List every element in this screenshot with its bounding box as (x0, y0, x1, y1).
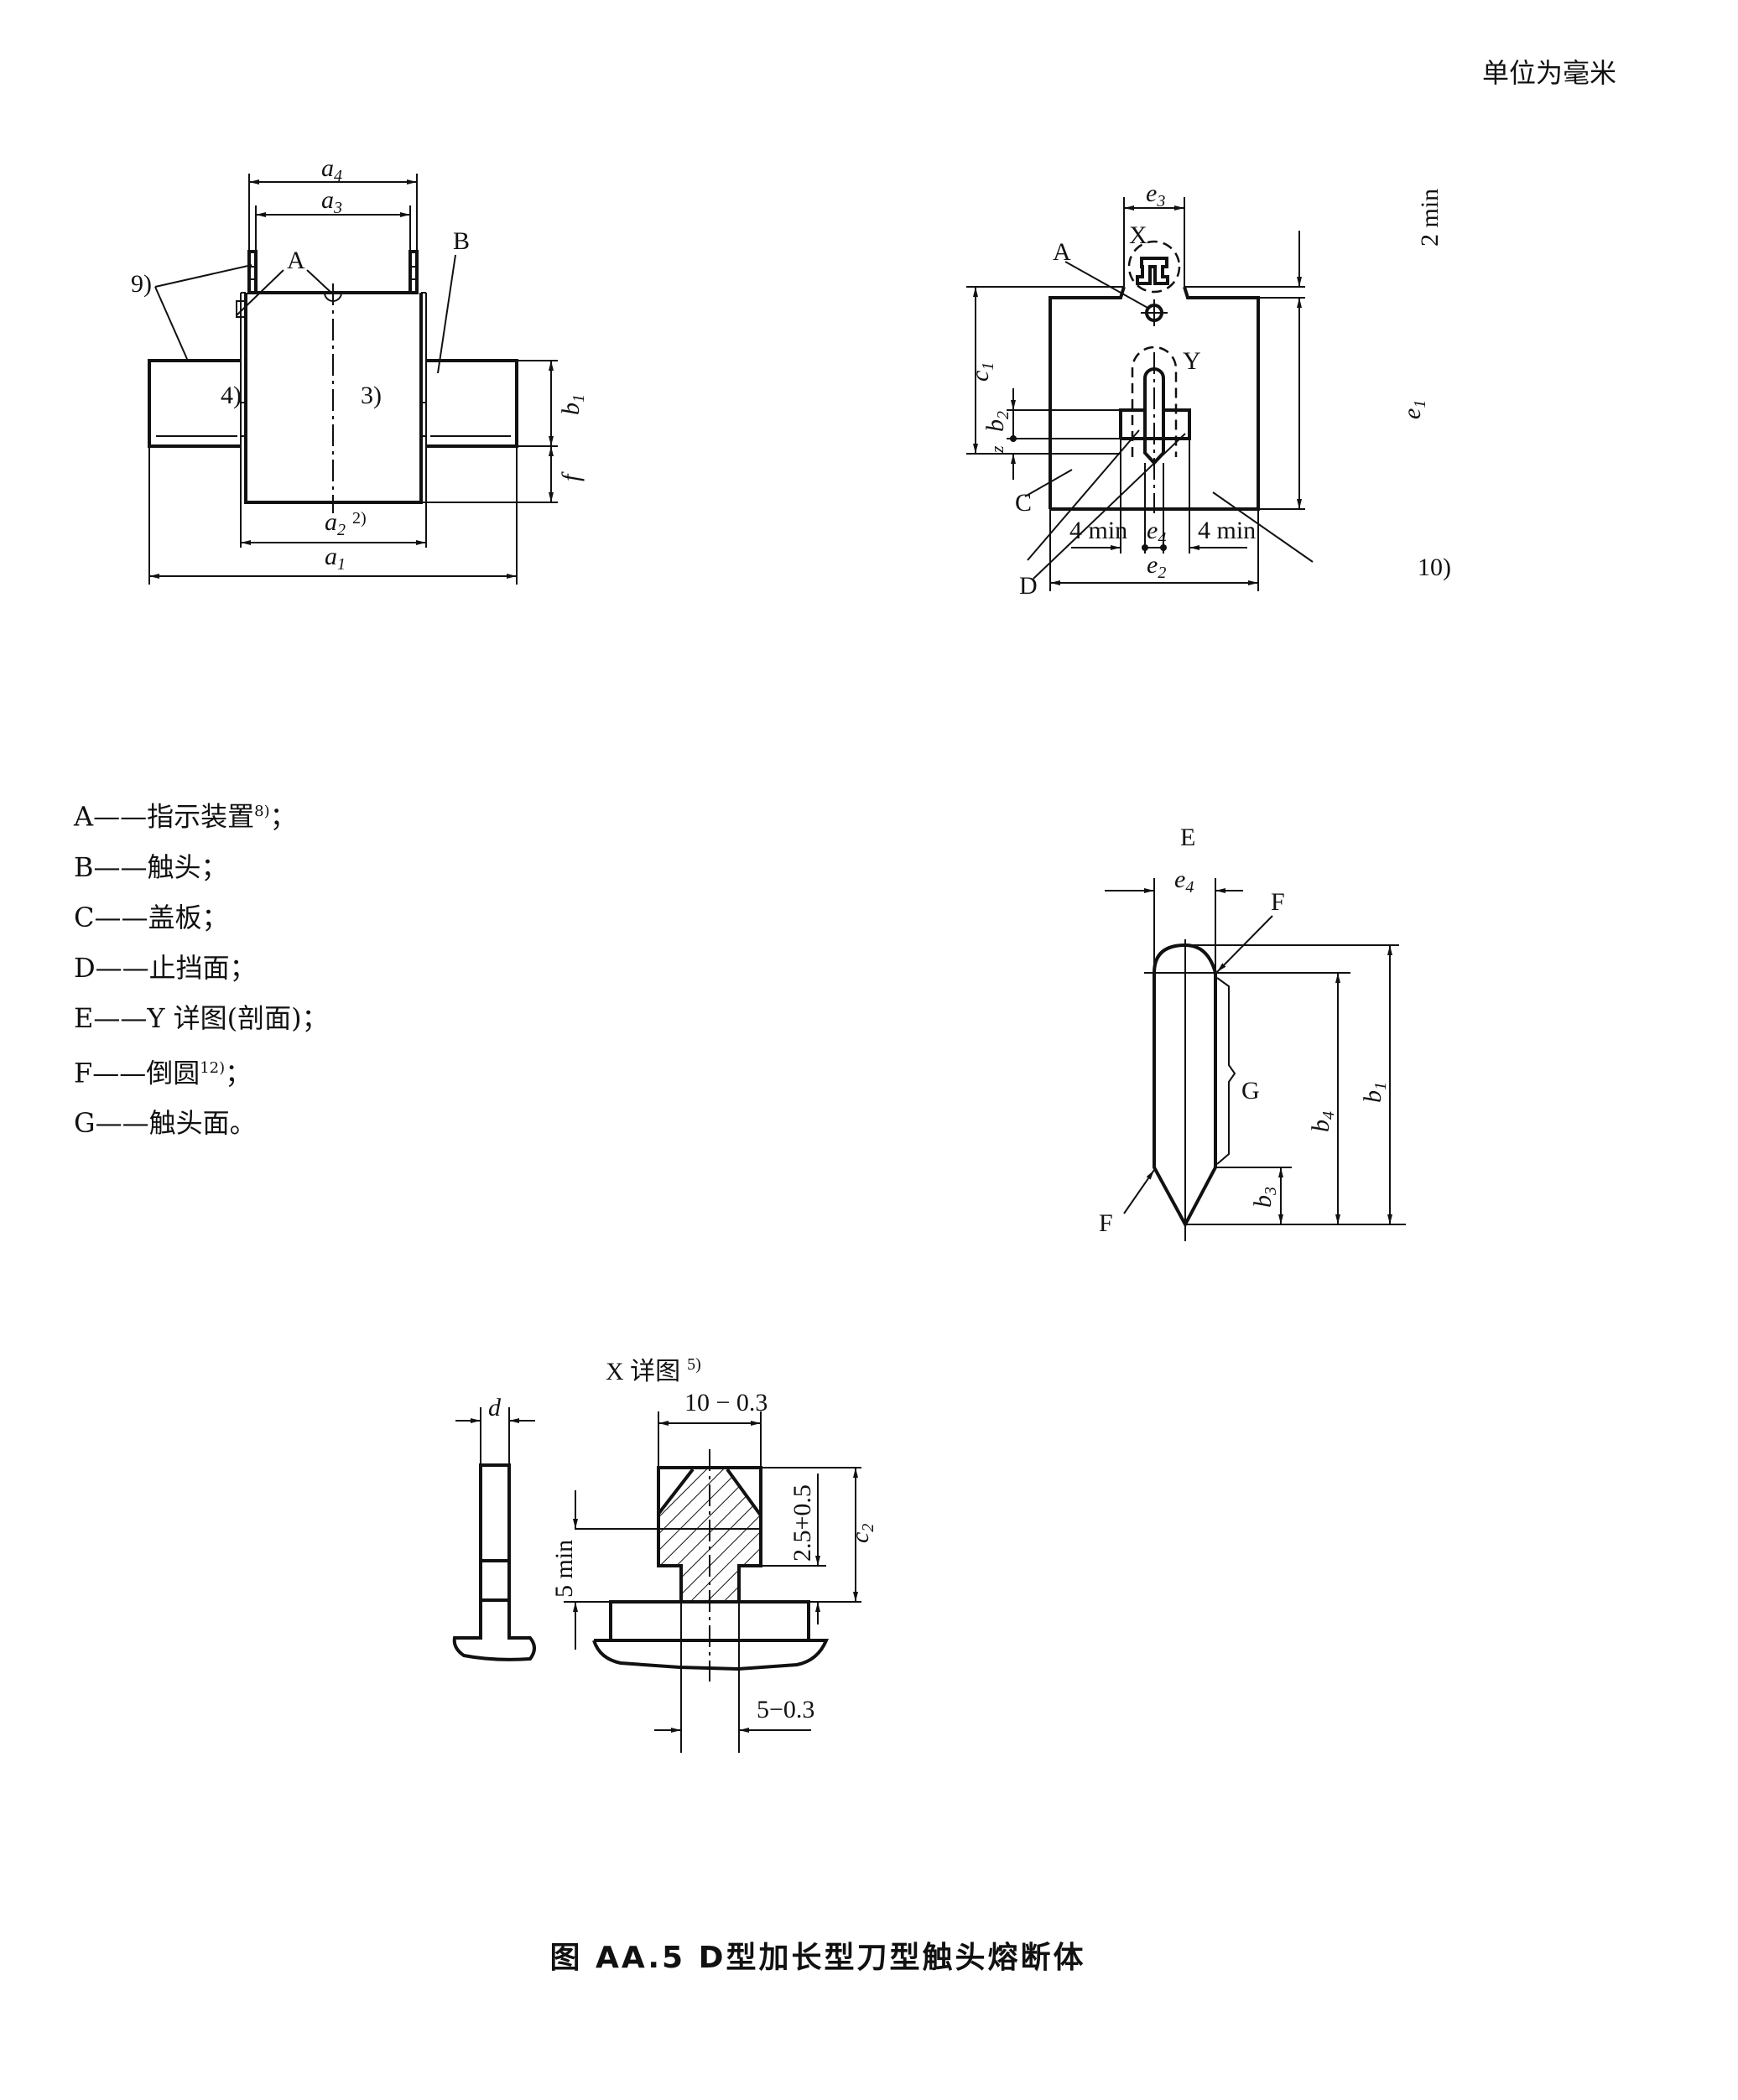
dim-4-min-right: 4 min (1198, 517, 1256, 544)
note-10: 10) (1418, 554, 1451, 581)
dim-width: 10 − 0.3 (684, 1389, 768, 1416)
label-B: B (453, 227, 470, 255)
dim-height: 2.5+0.5 (788, 1484, 816, 1562)
dim-neck: 5−0.3 (757, 1696, 814, 1723)
label-Y: Y (1183, 347, 1201, 375)
label-D: D (1019, 572, 1038, 600)
dim-e2: e2 (1147, 551, 1166, 582)
unit-note: 单位为毫米 (1481, 57, 1616, 89)
label-F-bottom: F (1099, 1209, 1113, 1237)
label-X: X (1129, 221, 1147, 249)
legend-item: A——指示装置8)； (74, 800, 297, 833)
dim-d: d (488, 1394, 502, 1422)
legend-item: F——倒圆12)； (74, 1057, 252, 1089)
legend-item: D——止挡面； (74, 951, 257, 984)
front-view: a4 a3 a22) a1 b1 f 9) 4) 3) A B (131, 154, 588, 585)
dim-a1: a1 (325, 543, 346, 574)
label-G: G (1241, 1077, 1260, 1105)
dim-b4: b4 (1307, 1111, 1338, 1132)
dim-f: f (557, 471, 585, 481)
legend: A——指示装置8)； B——触头； C——盖板； D——止挡面； E——Y 详图… (74, 787, 329, 1148)
dim-c2: c2 (846, 1524, 877, 1543)
note-4: 4) (221, 382, 242, 409)
dim-e4: e4 (1147, 517, 1166, 548)
legend-item: B——触头； (74, 850, 228, 883)
label-E: E (1180, 824, 1195, 851)
dim-b3: b3 (1249, 1187, 1280, 1208)
dim-4-min-left: 4 min (1069, 517, 1127, 544)
dim-2-min: 2 min (1416, 189, 1444, 247)
dim-a4: a4 (321, 154, 342, 185)
legend-item: G——触头面。 (74, 1107, 257, 1140)
dim-e3: e3 (1146, 179, 1165, 211)
dim-e1: e1 (1398, 400, 1429, 419)
note-3: 3) (361, 382, 382, 409)
side-view: e3 X A 2 min c1 Y b2 z C D e1 4 min e4 4… (966, 179, 1451, 600)
label-C: C (1015, 489, 1032, 517)
dim-b2: b2 (981, 411, 1012, 432)
dim-5-min: 5 min (550, 1540, 578, 1598)
note-9: 9) (131, 270, 152, 298)
legend-item: C——盖板； (74, 901, 229, 933)
dim-e4: e4 (1174, 865, 1194, 897)
legend-item: E——Y 详图(剖面)； (74, 1001, 329, 1034)
label-F-top: F (1271, 888, 1285, 916)
dim-c1: c1 (966, 362, 997, 382)
label-A: A (1053, 238, 1071, 266)
label-A: A (287, 247, 305, 274)
detail-e: E e4 F G b4 b1 b3 F (1099, 824, 1406, 1241)
dim-b1: b1 (1359, 1082, 1390, 1103)
dim-z: z (986, 445, 1007, 454)
dim-b1: b1 (557, 394, 588, 415)
dim-a3: a3 (321, 186, 342, 217)
figure-caption: 图 AA.5 D型加长型刀型触头熔断体 (549, 1941, 1086, 1975)
dim-a2: a22) (325, 508, 367, 539)
